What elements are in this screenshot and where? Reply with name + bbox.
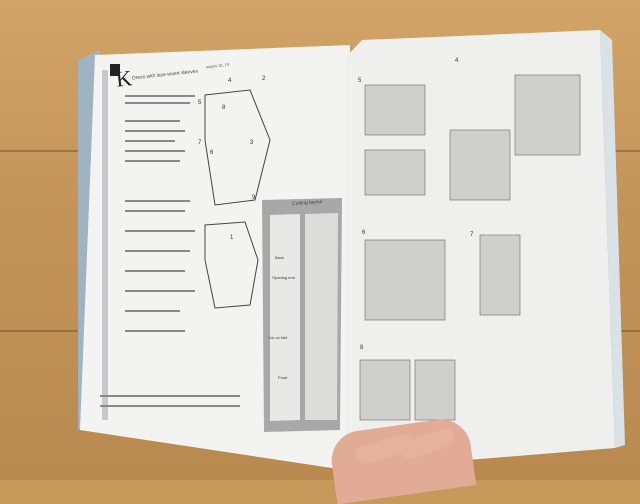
layout-label: Front [278, 375, 288, 380]
left-margin-band [102, 70, 108, 420]
figure-number: 2 [262, 76, 266, 82]
figure-number: 8 [222, 105, 226, 111]
dress-back-illustration [204, 221, 259, 309]
figure-number: 4 [228, 78, 232, 84]
figure-number: 7 [198, 140, 202, 146]
step-number: 7 [470, 232, 474, 238]
step-number: 5 [358, 78, 362, 84]
figure-number: 9 [252, 195, 256, 201]
step-illustrations [359, 74, 581, 421]
dress-front-illustration [204, 89, 271, 206]
pattern-piece [305, 213, 338, 420]
step-number: 4 [455, 58, 459, 64]
figure-number: 6 [210, 150, 214, 156]
figure-number: 3 [250, 140, 254, 146]
figure-number: 5 [198, 100, 202, 106]
open-book [78, 30, 625, 470]
step-number: 6 [362, 230, 366, 236]
step-number: 8 [360, 345, 364, 351]
section-letter: K [114, 65, 134, 92]
layout-label: Cut on fold [268, 335, 288, 340]
layout-label: Back [275, 255, 284, 260]
instruction-text-lines [100, 95, 240, 407]
figure-number: 1 [230, 235, 234, 241]
right-page-edges [600, 30, 625, 448]
section-marker [110, 64, 120, 76]
layout-label: Opening end [272, 275, 295, 280]
pattern-piece [270, 214, 300, 421]
